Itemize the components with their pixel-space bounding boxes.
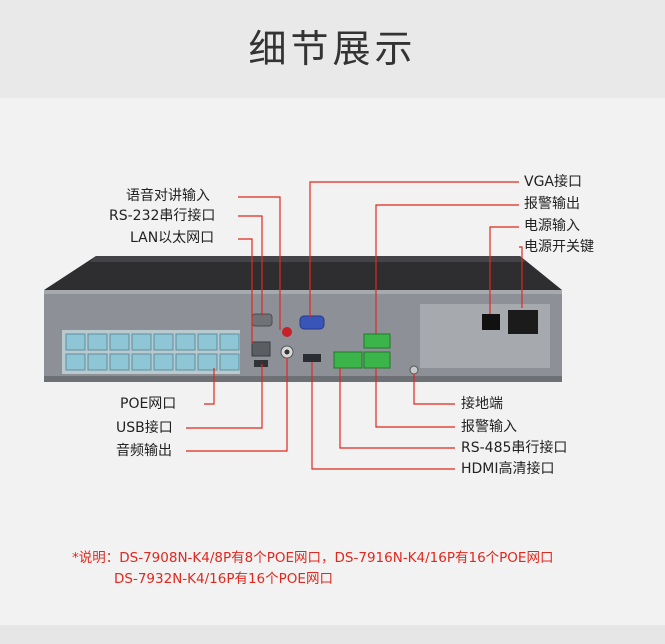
- hdmi-port: [303, 354, 321, 362]
- power-inlet: [508, 310, 538, 334]
- vga-port: [299, 315, 325, 330]
- audio-out-jack: [284, 349, 290, 355]
- callout-ground: 接地端: [461, 396, 503, 412]
- note-line-2: DS-7932N-K4/16P有16个POE网口: [114, 571, 333, 587]
- callout-power-in: 电源输入: [524, 218, 580, 234]
- callout-audio-input: 语音对讲输入: [126, 188, 210, 204]
- usb-port: [254, 360, 268, 367]
- callout-lines: [186, 181, 523, 470]
- callout-lan: LAN以太网口: [130, 230, 215, 246]
- page-title: 细节展示: [248, 27, 417, 71]
- rs485-terminal: [333, 351, 363, 369]
- callout-rs232: RS-232串行接口: [109, 208, 216, 224]
- callout-audio-out: 音频输出: [116, 443, 172, 459]
- ground-screw: [409, 365, 419, 375]
- audio-in-jack: [282, 327, 292, 337]
- note-line-1: *说明：DS-7908N-K4/8P有8个POE网口，DS-7916N-K4/1…: [72, 550, 554, 566]
- alarm-in-terminal: [363, 351, 391, 369]
- chassis-top: [44, 256, 562, 290]
- poe-ports: [62, 330, 240, 374]
- bottom-band: [0, 625, 665, 644]
- callout-alarm-out: 报警输出: [524, 196, 580, 212]
- power-switch: [482, 314, 500, 330]
- header-band: [0, 0, 665, 98]
- callout-alarm-in: 报警输入: [461, 419, 517, 435]
- callout-usb: USB接口: [116, 420, 173, 436]
- callout-hdmi: HDMI高清接口: [461, 461, 555, 477]
- callout-rs485: RS-485串行接口: [461, 440, 568, 456]
- alarm-out-terminal: [363, 333, 391, 349]
- callout-poe: POE网口: [120, 396, 177, 412]
- lan-port: [251, 341, 271, 357]
- callout-vga: VGA接口: [524, 174, 583, 190]
- callout-power-switch: 电源开关键: [524, 239, 594, 255]
